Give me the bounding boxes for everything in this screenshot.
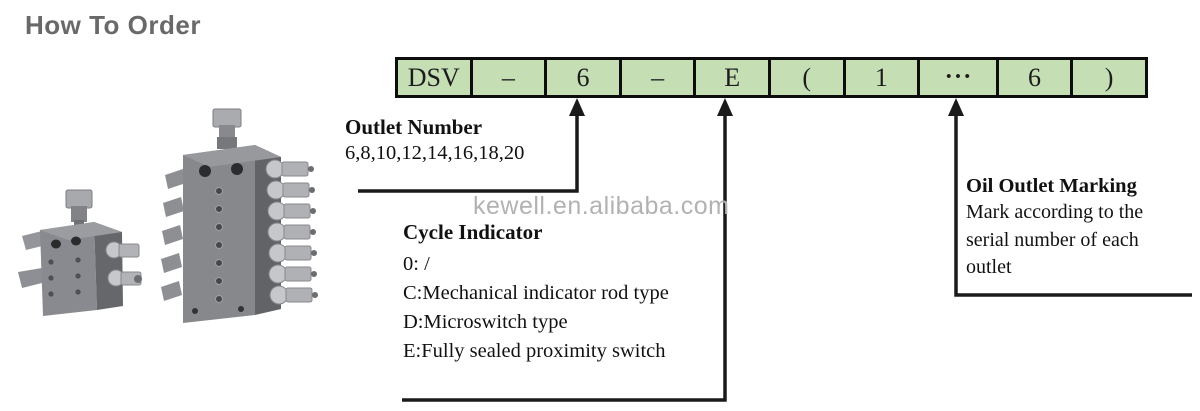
oil-outlet-heading: Oil Outlet Marking bbox=[966, 175, 1137, 197]
code-cell-first-outlet: 1 bbox=[845, 60, 918, 95]
code-cell-prefix: DSV bbox=[398, 60, 470, 95]
cycle-option-d: D:Microswitch type bbox=[403, 311, 568, 333]
outlet-number-values: 6,8,10,12,14,16,18,20 bbox=[345, 142, 525, 164]
oil-outlet-desc-line-3: outlet bbox=[966, 256, 1012, 278]
distributor-photo-large bbox=[161, 108, 318, 323]
code-cell-ellipsis-icon: ••• bbox=[920, 60, 996, 95]
watermark: kewell.en.alibaba.com bbox=[473, 192, 730, 220]
up-arrow-icon bbox=[717, 98, 733, 116]
up-arrow-icon bbox=[948, 98, 964, 116]
callout-oil-outlet-marking: Oil Outlet Marking Mark according to the… bbox=[966, 173, 1191, 282]
cycle-indicator-heading: Cycle Indicator bbox=[403, 220, 543, 244]
order-code-strip: DSV – 6 – E ( 1 ••• 6 ) bbox=[395, 57, 1148, 98]
up-arrow-icon bbox=[569, 98, 585, 116]
code-cell-paren-open: ( bbox=[770, 60, 843, 95]
code-cell-outlet-number: 6 bbox=[547, 60, 619, 95]
code-cell-cycle-indicator: E bbox=[696, 60, 768, 95]
callout-cycle-indicator: Cycle Indicator 0: / C:Mechanical indica… bbox=[403, 219, 669, 366]
oil-outlet-desc-line-1: Mark according to the bbox=[966, 201, 1144, 223]
code-cell-paren-close: ) bbox=[1073, 60, 1145, 95]
page-title: How To Order bbox=[25, 10, 201, 40]
oil-outlet-desc-line-2: serial number of each bbox=[966, 228, 1139, 251]
callout-outlet-number: Outlet Number 6,8,10,12,14,16,18,20 bbox=[345, 114, 524, 167]
code-cell-dash-1: – bbox=[472, 60, 545, 95]
outlet-number-heading: Outlet Number bbox=[345, 115, 483, 139]
code-cell-last-outlet: 6 bbox=[998, 60, 1071, 95]
cycle-option-e: E:Fully sealed proximity switch bbox=[403, 340, 666, 362]
cycle-option-c: C:Mechanical indicator rod type bbox=[403, 282, 669, 304]
code-cell-dash-2: – bbox=[621, 60, 694, 95]
cycle-option-0: 0: / bbox=[403, 253, 430, 275]
distributor-photo-small bbox=[18, 189, 142, 316]
